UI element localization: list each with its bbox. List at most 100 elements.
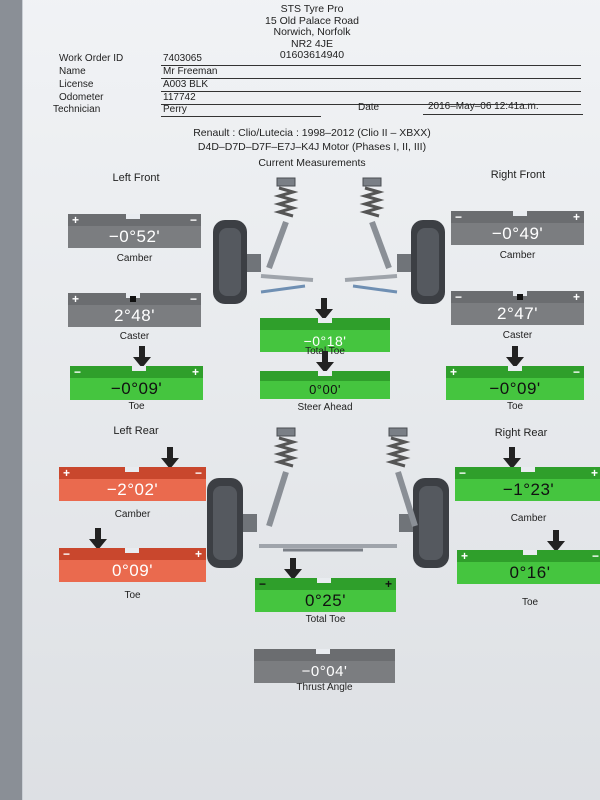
work-order-label: Work Order ID [59, 53, 124, 64]
gauge-notch [126, 214, 140, 219]
plus-icon: + [461, 549, 469, 563]
right-front-toe-gauge: + − −0°09' [446, 365, 584, 400]
left-front-camber-caption: Camber [116, 253, 153, 264]
gauge-marker [517, 294, 523, 300]
minus-icon: − [455, 290, 463, 304]
gauge-bar [70, 366, 203, 378]
left-rear-toe-arrow-icon [89, 528, 107, 550]
right-front-caster-gauge: − + 2°47' [451, 290, 584, 325]
gauge-bar [260, 318, 390, 330]
minus-icon: − [63, 547, 71, 561]
left-rear-camber-caption: Camber [114, 509, 151, 520]
left-rear-label: Left Rear [113, 425, 159, 437]
report-sheet: STS Tyre Pro 15 Old Palace Road Norwich,… [22, 0, 600, 800]
right-front-toe-caption: Toe [506, 401, 524, 412]
right-front-toe-value: −0°09' [489, 379, 541, 398]
gauge-notch [318, 318, 332, 323]
date-label: Date [358, 102, 380, 113]
right-front-caster-caption: Caster [502, 330, 533, 341]
technician-underline [161, 116, 321, 117]
minus-icon: − [189, 292, 197, 306]
left-front-label: Left Front [112, 172, 160, 184]
gauge-notch [513, 291, 527, 296]
record-block: Work Order ID 7403065 Name Mr Freeman Li… [23, 0, 600, 120]
minus-icon: − [591, 549, 599, 563]
plus-icon: + [72, 213, 80, 227]
right-front-toe-arrow-icon [506, 346, 524, 368]
right-rear-toe-arrow-icon [547, 530, 565, 552]
minus-icon: − [194, 466, 202, 480]
gauge-marker [130, 296, 136, 302]
front-total-toe-arrow-icon [315, 298, 333, 320]
right-rear-label: Right Rear [494, 427, 548, 439]
right-front-caster-value: 2°47' [497, 304, 538, 323]
plus-icon: + [450, 365, 458, 379]
left-front-caster-caption: Caster [119, 331, 150, 342]
company-header: STS Tyre Pro 15 Old Palace Road Norwich,… [23, 3, 600, 62]
work-order-underline [161, 65, 581, 66]
gauge-notch [125, 548, 139, 553]
minus-icon: − [259, 577, 267, 591]
front-total-toe-value: −0°18' [303, 333, 347, 349]
right-front-label: Right Front [490, 169, 546, 181]
plus-icon: + [572, 290, 580, 304]
right-rear-camber-value: −1°23' [502, 480, 555, 499]
right-rear-toe-caption: Toe [521, 597, 539, 608]
vehicle-line-2: D4D–D7D–D7F–E7J–K4J Motor (Phases I, II,… [197, 141, 427, 153]
right-front-camber-caption: Camber [499, 250, 536, 261]
odometer-underline [161, 104, 581, 105]
gauge-notch [132, 366, 146, 371]
right-front-camber-gauge: − + −0°49' [451, 210, 584, 245]
vehicle-line-1: Renault : Clio/Lutecia : 1998–2012 (Clio… [193, 127, 431, 139]
thrust-angle-value: −0°04' [301, 663, 348, 680]
left-front-toe-arrow-icon [133, 346, 151, 368]
minus-icon: − [459, 466, 467, 480]
gauge-bar [451, 211, 584, 223]
left-rear-toe-value: 0°09' [112, 561, 153, 580]
odometer-label: Odometer [59, 92, 104, 103]
minus-icon: − [572, 365, 580, 379]
company-postcode: NR2 4JE [290, 37, 333, 50]
gauge-notch [316, 649, 330, 654]
license-value: A003 BLK [163, 79, 209, 90]
thrust-angle-caption: Thrust Angle [296, 682, 353, 693]
right-rear-toe-gauge: + − 0°16' [457, 549, 600, 584]
odometer-value: 117742 [163, 92, 196, 103]
name-underline [161, 78, 581, 79]
front-suspension-illustration [213, 177, 445, 304]
left-front-camber-value: −0°52' [108, 227, 161, 246]
company-phone: 01603614940 [279, 49, 345, 61]
front-total-toe-gauge: −0°18' [260, 318, 390, 352]
gauge-bar [455, 467, 600, 479]
minus-icon: − [189, 213, 197, 227]
gauge-bar [255, 578, 396, 590]
rear-total-toe-gauge: − + 0°25' [255, 577, 396, 612]
left-front-caster-value: 2°48' [114, 306, 155, 325]
left-front-toe-value: −0°09' [110, 379, 163, 398]
gauge-bar [68, 214, 201, 226]
name-value: Mr Freeman [163, 66, 218, 77]
plus-icon: + [63, 466, 71, 480]
thrust-angle-gauge: −0°04' [254, 649, 395, 683]
steer-ahead-value: 0°00' [309, 382, 341, 397]
plus-icon: + [384, 577, 392, 591]
gauge-notch [508, 366, 522, 371]
left-rear-toe-caption: Toe [124, 590, 141, 601]
gauge-bar [254, 649, 395, 661]
plus-icon: + [72, 292, 80, 306]
work-order-value: 7403065 [163, 53, 202, 64]
right-front-camber-value: −0°49' [491, 224, 544, 243]
minus-icon: − [455, 210, 463, 224]
rear-total-toe-value: 0°25' [305, 591, 346, 610]
date-underline [423, 114, 583, 115]
steer-ahead-caption: Steer Ahead [297, 402, 353, 413]
gauge-notch [318, 371, 332, 376]
technician-value: Perry [163, 104, 187, 115]
gauge-bar [59, 548, 206, 560]
left-front-toe-gauge: − + −0°09' [70, 365, 203, 400]
left-front-toe-caption: Toe [128, 401, 145, 412]
section-title: Current Measurements [258, 157, 366, 169]
plus-icon: + [194, 547, 202, 561]
company-city: Norwich, Norfolk [273, 26, 351, 38]
license-label: License [59, 79, 94, 90]
